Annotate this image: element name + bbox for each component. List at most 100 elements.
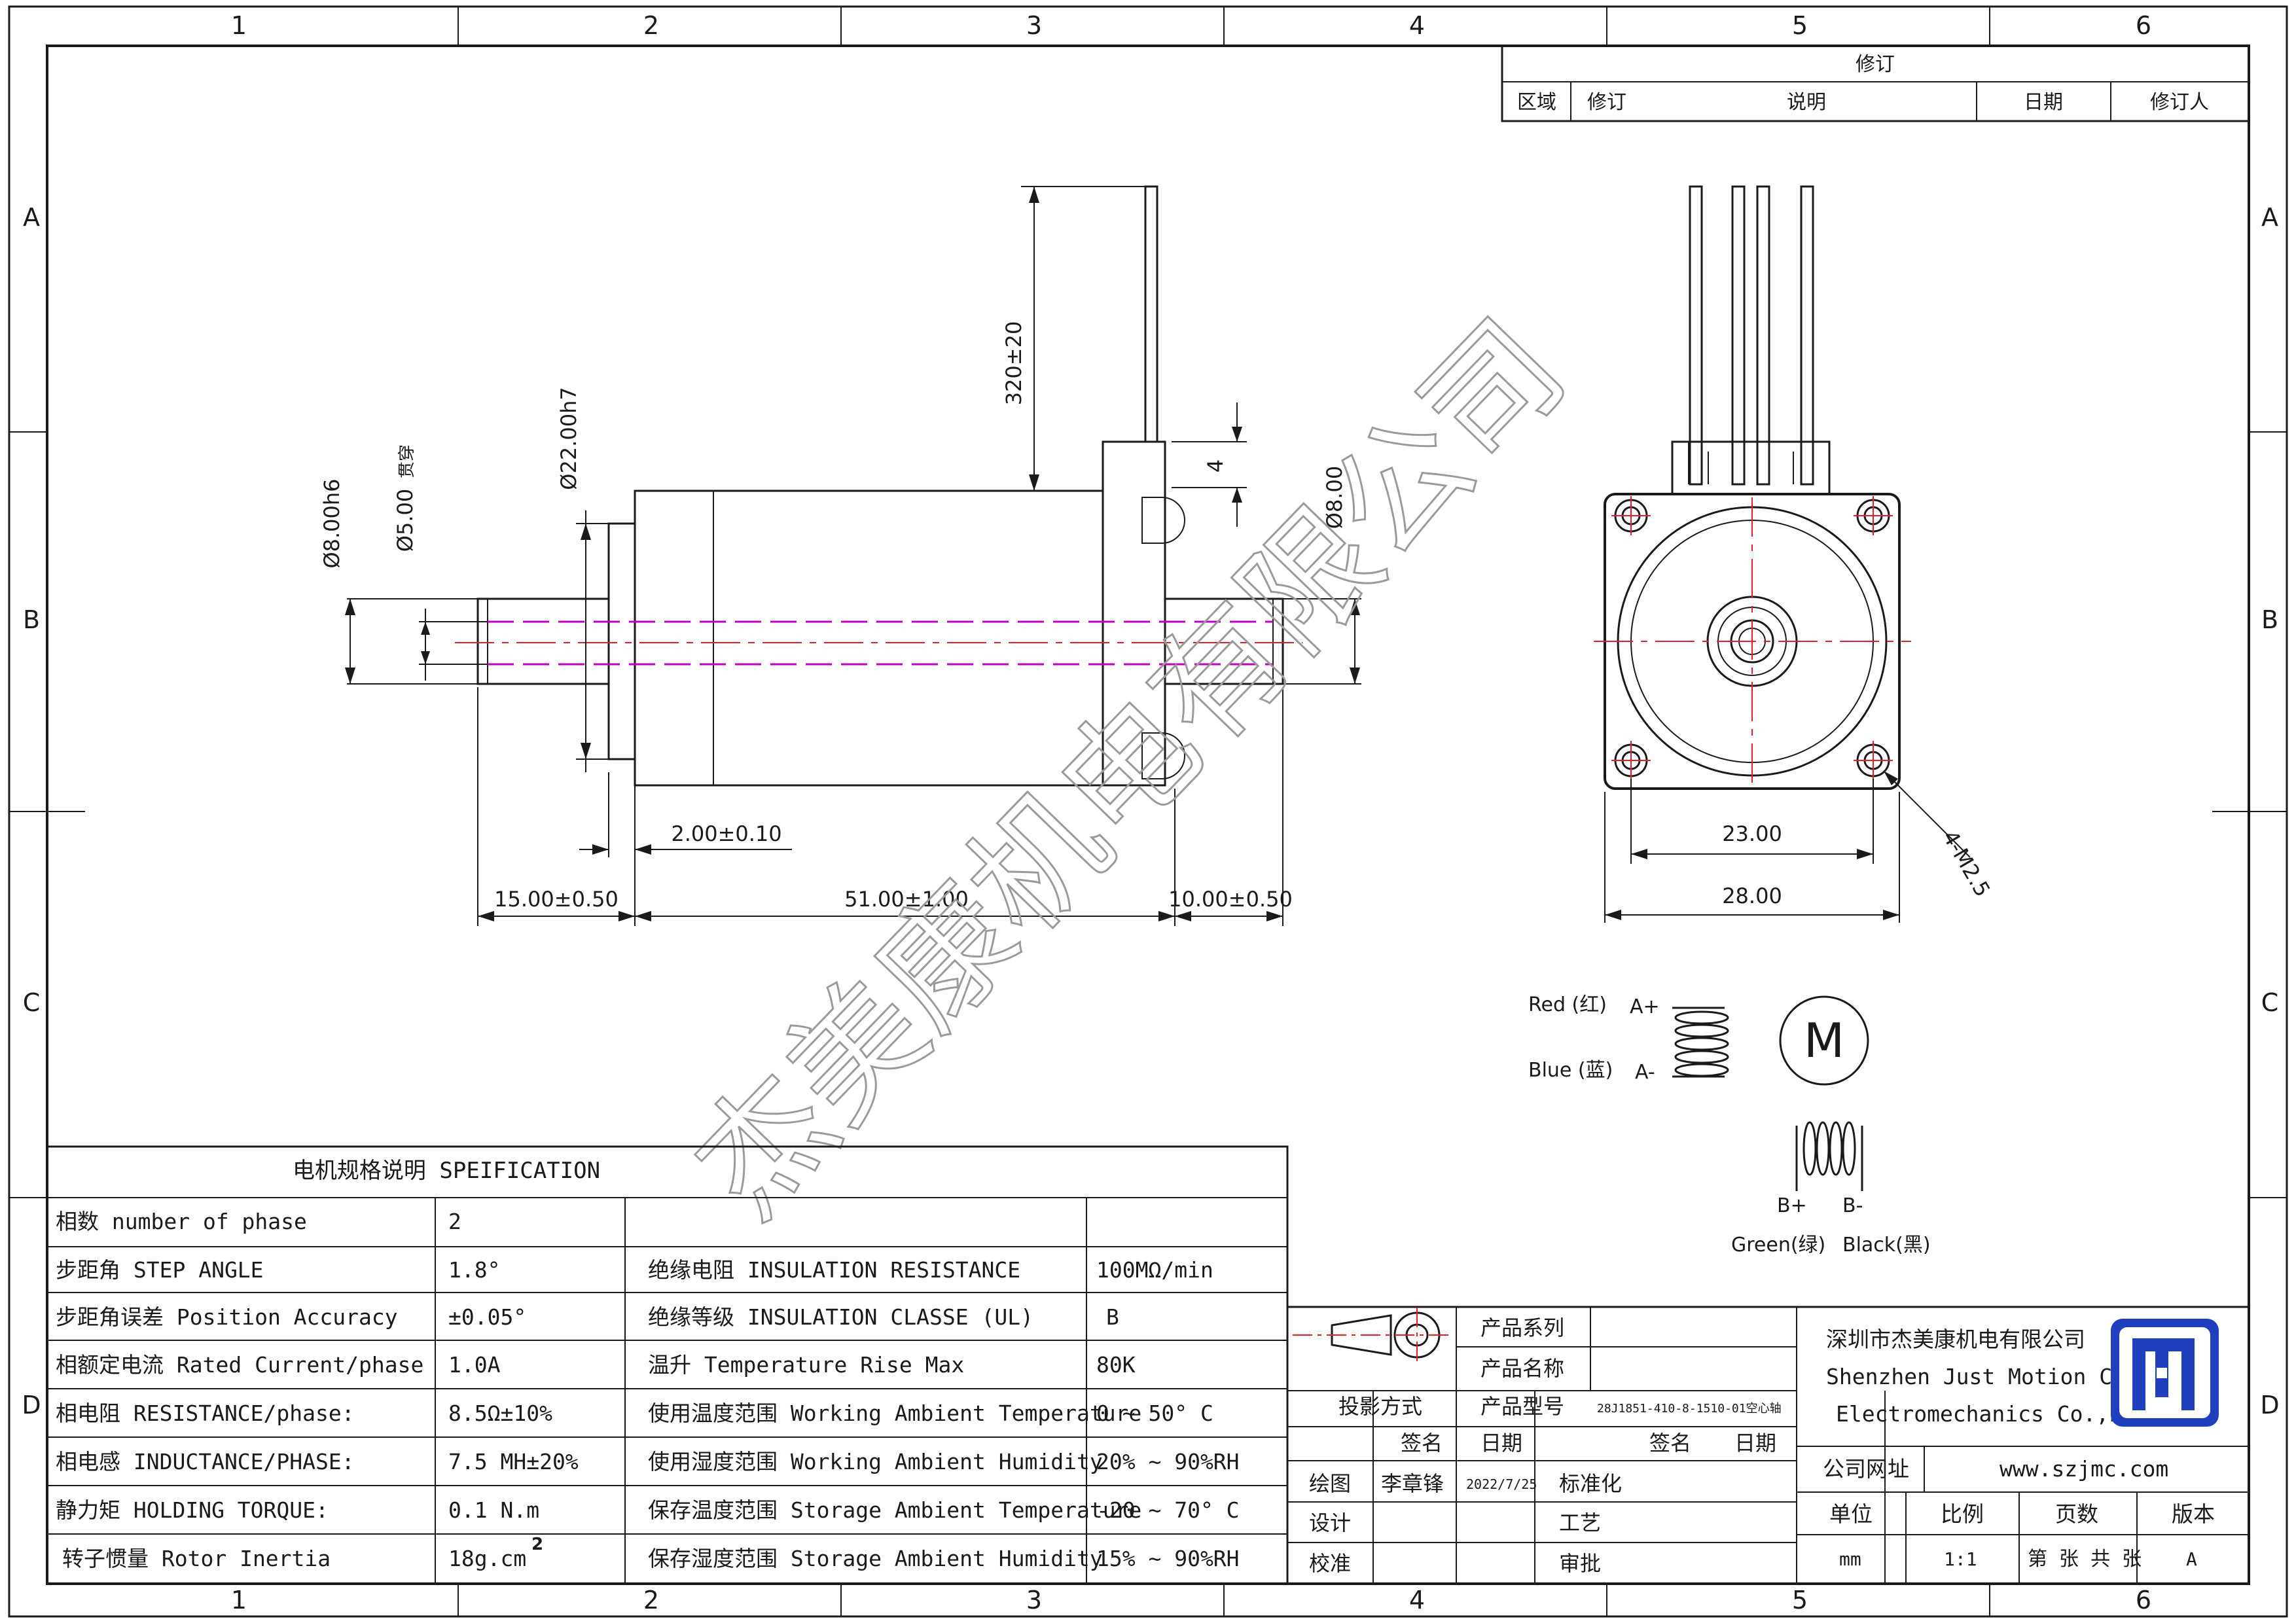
wire-green-label: Green(绿) [1731,1234,1825,1257]
tb-projection: 投影方式 [1338,1394,1422,1419]
tb-approve: 审批 [1559,1551,1601,1576]
spec-row-label2: 绝缘电阻 INSULATION RESISTANCE [648,1257,1020,1283]
row-label: C [2261,988,2279,1017]
version-label: 版本 [2172,1501,2215,1527]
tb-model: 28J1851-410-8-1510-01空心轴 [1597,1402,1782,1416]
spec-row-value2: 15% ~ 90%RH [1096,1546,1240,1571]
column-label: 3 [1026,11,1042,40]
website-url: www.szjmc.com [2000,1456,2168,1482]
inertia-superscript: 2 [531,1535,543,1554]
front-view-dimensions: 23.00 28.00 4-M2.5 [1604,771,1996,923]
spec-row-label2: 保存湿度范围 Storage Ambient Humidity [648,1546,1103,1571]
wiring-diagram: Red (红) A+ Blue (蓝) A- B+ B- Green(绿) Bl… [1528,993,1931,1257]
spec-row-label2: 使用温度范围 Working Ambient Temperature [648,1400,1141,1426]
row-label: B [2261,605,2278,634]
column-label: 6 [2136,1586,2151,1614]
spec-row-value2: 0 ~ 50° C [1096,1400,1213,1426]
row-label: A [2261,203,2278,232]
spec-row-value: 0.1 N.m [448,1497,539,1523]
watermark: 杰美康机电有限公司 [666,293,1594,1246]
spec-table: 电机规格说明 SPEIFICATION 相数 number of phase 2… [46,1145,1289,1585]
column-label: 2 [643,11,659,40]
spec-row-label: 相电感 INDUCTANCE/PHASE: [56,1449,355,1474]
spec-row-label2: 绝缘等级 INSULATION CLASSE (UL) [648,1304,1033,1330]
column-label: 4 [1409,1586,1425,1614]
dim-shaft-dia-right: Ø8.00 [1322,466,1347,529]
spec-row-value: 18g.cm [448,1546,526,1571]
dim-hole-spacing: 23.00 [1722,821,1782,846]
spec-row-label2: 使用湿度范围 Working Ambient Humidity [648,1449,1103,1474]
dim-bore: Ø5.00 [393,489,418,552]
tb-drawer: 李章锋 [1381,1471,1444,1496]
column-label: 2 [643,1586,659,1614]
column-label: 1 [231,11,247,40]
company-name-en-2: Electromechanics Co.,LTD [1836,1401,2148,1427]
spec-row-label2: 保存温度范围 Storage Ambient Temperature [648,1497,1141,1523]
dim-left-shaft: 15.00±0.50 [494,887,619,912]
spec-row-value: 1.8° [448,1257,500,1283]
row-label: D [2260,1391,2279,1419]
row-label: B [23,605,40,634]
wire-a-minus: A- [1635,1061,1655,1084]
spec-row-label: 转子惯量 Rotor Inertia [62,1546,331,1571]
column-label: 1 [231,1586,247,1614]
wire-black-label: Black(黑) [1842,1234,1931,1257]
dim-pilot-length: 2.00±0.10 [671,821,781,846]
dim-bore-note: 贯穿 [397,444,417,478]
dim-right-shaft: 10.00±0.50 [1168,887,1293,912]
spec-row-value2: B [1106,1304,1119,1330]
spec-title: 电机规格说明 SPEIFICATION [293,1158,600,1184]
unit-label: 单位 [1829,1501,1873,1527]
tb-date: 日期 [1480,1431,1522,1455]
column-label: 6 [2136,11,2151,40]
spec-row-label: 相额定电流 Rated Current/phase [56,1352,423,1378]
tb-sign2: 签名 [1649,1431,1691,1455]
company-name-cn: 深圳市杰美康机电有限公司 [1826,1327,2085,1352]
tb-date2: 日期 [1734,1431,1776,1455]
motor-symbol-label: M [1804,1013,1844,1068]
scale-label: 比例 [1941,1501,1984,1527]
spec-row-value: 8.5Ω±10% [448,1400,552,1426]
motor-side-view [455,185,1302,787]
spec-row-label: 相电阻 RESISTANCE/phase: [56,1400,355,1426]
wire-red-label: Red (红) [1528,993,1607,1016]
tb-design: 设计 [1309,1510,1351,1535]
spec-row-value: ±0.05° [448,1304,526,1330]
version-value: A [2186,1548,2197,1570]
side-view-dimensions: 320±20 Ø8.00h6 Ø5.00 贯穿 Ø22.00h7 Ø8.00 4… [319,187,1361,926]
wire-b-plus: B+ [1777,1194,1807,1217]
revision-header: 修订 [1587,91,1626,114]
dim-lead-length: 320±20 [1001,321,1026,406]
tb-sign: 签名 [1401,1431,1443,1455]
dim-pilot-dia: Ø22.00h7 [556,387,581,490]
projection-symbol-icon [1293,1308,1453,1363]
wire-b-minus: B- [1842,1194,1863,1217]
spec-row-value2: 100MΩ/min [1096,1257,1213,1283]
revision-title: 修订 [1856,53,1895,76]
pages-value: 第 张 共 张 [2028,1548,2142,1571]
tb-model-label: 产品型号 [1480,1394,1564,1419]
spec-row-value2: 20% ~ 90%RH [1096,1449,1240,1474]
spec-row-label: 静力矩 HOLDING TORQUE: [56,1497,329,1523]
company-logo [2111,1319,2219,1427]
revision-header: 说明 [1787,91,1826,114]
row-label: C [23,988,41,1017]
motor-symbol-icon [1779,995,1869,1086]
spec-row-value2: 80K [1096,1352,1136,1378]
dim-flange: 28.00 [1722,883,1782,908]
revision-header: 区域 [1517,91,1556,114]
spec-row-value2: -20 ~ 70° C [1096,1497,1240,1523]
spec-row-label: 步距角误差 Position Accuracy [56,1304,398,1330]
dim-holes: 4-M2.5 [1937,826,1995,901]
tb-standard: 标准化 [1559,1471,1622,1496]
revision-block: 修订 区域 修订 说明 日期 修订人 [1501,45,2250,122]
tb-check: 校准 [1309,1551,1351,1576]
wire-a-plus: A+ [1630,995,1660,1018]
spec-row-label2: 温升 Temperature Rise Max [648,1352,964,1378]
tb-drawn: 绘图 [1309,1471,1351,1496]
dim-connector-height: 4 [1203,459,1228,473]
column-label: 3 [1026,1586,1042,1614]
website-label: 公司网址 [1823,1456,1909,1482]
spec-row-value: 1.0A [448,1352,501,1378]
